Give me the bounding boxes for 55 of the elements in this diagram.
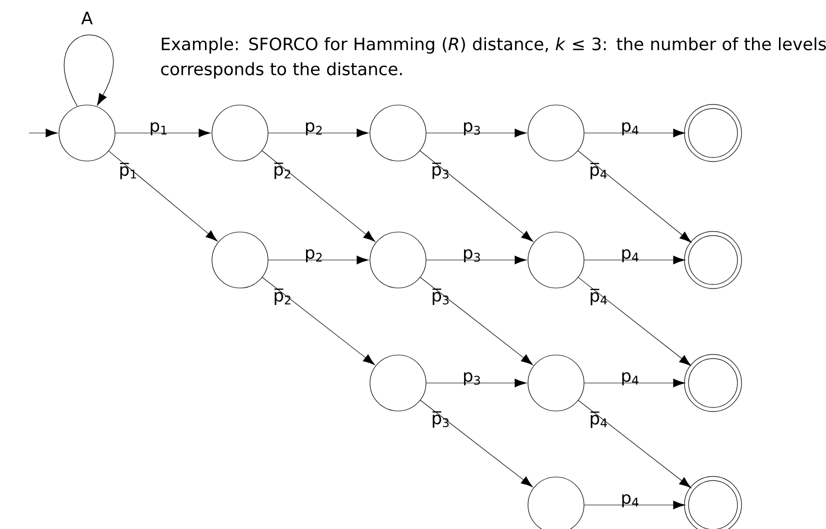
edge-label: p$_{3}$ [464,122,480,136]
edge-label: p$_{4}$ [622,122,638,136]
arrow [268,128,369,138]
arrow [262,277,375,366]
edge-label: p̅$_{2}$ [274,288,290,305]
edge-label: p̅$_{4}$ [590,412,607,428]
state-circle [528,232,584,288]
accepting-state [684,231,742,289]
arrow [426,128,527,138]
state-circle [370,104,426,162]
edge-label: p$_{4}$ [622,372,638,386]
arrow [584,256,686,264]
arrow [420,400,533,488]
edge-label: p$_{1}$ [150,122,167,136]
edge-label: p$_{3}$ [464,249,480,262]
edge-label: p̅$_{2}$ [274,162,290,180]
arrow [426,256,527,264]
arrow [420,150,534,242]
arrow [268,256,369,264]
edge-label: p̅$_{3}$ [432,288,449,305]
edge-label: p̅$_{1}$ [120,162,136,180]
accepting-state [684,104,742,162]
title: Example: SFORCO for Hamming (R) distance, k ≤ 3: the number of the levels corresponds to the distance. [161,37,826,79]
edge-label: p$_{4}$ [622,249,638,262]
edge-label: p̅$_{4}$ [590,162,607,180]
edge-label: A [81,12,93,24]
state-circle [370,354,426,412]
arrow [28,128,58,138]
arrow [584,500,686,510]
edge-label: p$_{4}$ [622,494,638,508]
state-circle [212,232,268,288]
state-circle [212,104,268,162]
edge-label: p̅$_{3}$ [432,411,449,428]
edge-label: p̅$_{3}$ [432,162,448,180]
edge-label: p$_{2}$ [306,249,322,262]
arrow [578,150,692,243]
arrow [108,150,218,242]
state-circle [528,104,584,162]
edge-label: p̅$_{4}$ [590,288,607,306]
arrow [262,150,376,242]
arrow [584,128,686,138]
arrow [584,378,686,388]
accepting-state [684,354,742,412]
arrow [115,128,211,138]
arrow [578,400,692,488]
edge-label: p$_{2}$ [306,122,322,136]
arrow [578,277,692,366]
accepting-state [684,476,742,529]
arrow [426,378,527,388]
arrow [420,277,533,366]
loop-arrow [64,34,114,107]
state-circle [528,354,584,412]
edge-label: p$_{3}$ [464,372,480,386]
state-circle [58,104,116,162]
state-circle [370,232,426,288]
